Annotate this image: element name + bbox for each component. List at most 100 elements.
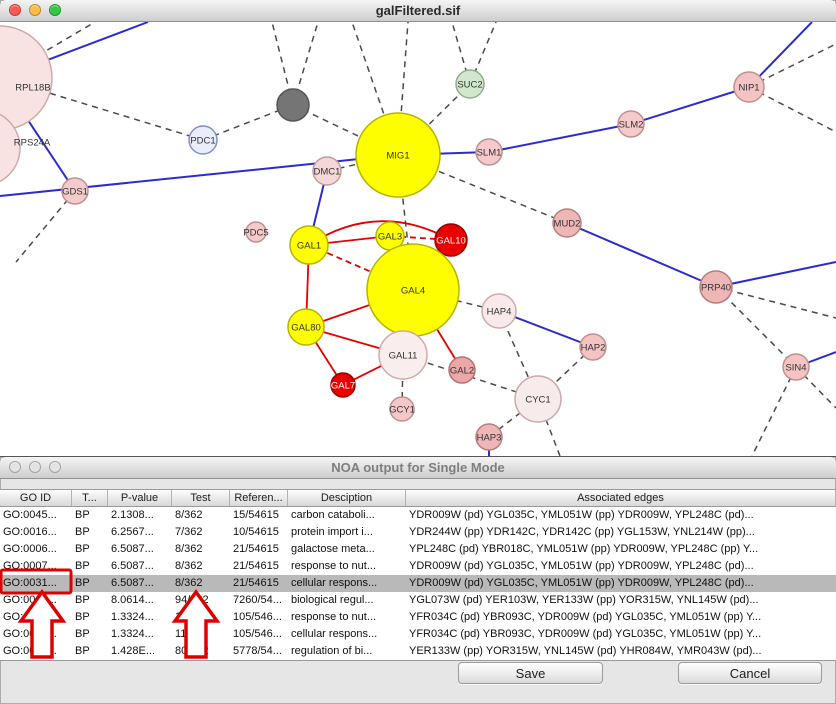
table-cell: YPL248C (pd) YBR018C, YML051W (pp) YDR00…	[409, 543, 759, 555]
table-cell: GO:0006...	[3, 543, 57, 555]
node-label-SLM2: SLM2	[619, 120, 644, 131]
network-edge[interactable]	[751, 366, 797, 456]
table-cell: GO:0007...	[3, 560, 57, 572]
table-cell: 8.0614...	[111, 594, 154, 606]
network-edge[interactable]	[488, 123, 632, 153]
table-cell: 8/362	[175, 543, 203, 555]
network-edge[interactable]	[795, 366, 836, 409]
network-canvas[interactable]: RPL18BRPS24AGDS1PDC1DMC1MIG1SUC2SLM1SLM2…	[0, 22, 836, 456]
window-controls	[9, 4, 61, 16]
network-edge[interactable]	[15, 190, 76, 263]
network-window-titlebar: galFiltered.sif	[0, 0, 836, 22]
table-cell: GO:0045...	[3, 509, 57, 521]
node-GDS1[interactable]	[61, 177, 89, 205]
node-GAL2[interactable]	[448, 356, 476, 384]
node-SIN4[interactable]	[782, 353, 810, 381]
table-cell: 5778/54...	[233, 645, 282, 657]
node-HAP3[interactable]	[475, 423, 503, 451]
table-cell: carbon cataboli...	[291, 509, 375, 521]
node-DMC1[interactable]	[312, 156, 342, 186]
network-edge[interactable]	[397, 154, 568, 224]
column-header-go-id[interactable]: GO ID	[0, 490, 72, 506]
node-label-SLM1: SLM1	[477, 148, 502, 159]
close-button[interactable]	[9, 461, 21, 473]
node-GAL80[interactable]	[287, 308, 325, 346]
network-edge[interactable]	[566, 222, 717, 288]
table-cell: 10/54615	[233, 526, 279, 538]
cancel-button[interactable]: Cancel	[678, 662, 822, 684]
column-header-pvalue[interactable]: P-value	[108, 490, 172, 506]
node-RPL18B[interactable]	[0, 25, 53, 131]
node-GAL7[interactable]	[330, 372, 356, 398]
node-CYC1[interactable]	[514, 375, 562, 423]
column-header-associated-edges[interactable]: Associated edges	[406, 490, 836, 506]
network-edge[interactable]	[748, 43, 836, 88]
close-button[interactable]	[9, 4, 21, 16]
network-edge[interactable]	[0, 22, 96, 79]
node-label-SUC2: SUC2	[457, 80, 482, 91]
column-header-referen[interactable]: Referen...	[230, 490, 288, 506]
node-SLM2[interactable]	[617, 110, 645, 138]
table-cell: 105/546...	[233, 628, 282, 640]
table-cell: 21/54615	[233, 543, 279, 555]
window-title: NOA output for Single Mode	[331, 460, 505, 475]
node-SUC2[interactable]	[455, 69, 485, 99]
network-edge[interactable]	[630, 86, 750, 125]
node-PDC1[interactable]	[188, 125, 218, 155]
table-cell: 1.428E...	[111, 645, 156, 657]
node-PDC5[interactable]	[245, 221, 267, 243]
node-HAP2[interactable]	[579, 333, 607, 361]
node-GCY1[interactable]	[389, 396, 415, 422]
minimize-button[interactable]	[29, 4, 41, 16]
column-header-t[interactable]: T...	[72, 490, 108, 506]
network-edge[interactable]	[715, 261, 836, 288]
table-cell: YDR009W (pd) YGL035C, YML051W (pp) YDR00…	[409, 577, 754, 589]
table-cell: YER133W (pp) YOR315W, YNL145W (pd) YHR08…	[409, 645, 762, 657]
network-edge[interactable]	[748, 86, 836, 133]
column-header-desciption[interactable]: Desciption	[288, 490, 406, 506]
table-cell: YFR034C (pd) YBR093C, YDR009W (pd) YGL03…	[409, 611, 762, 623]
node-UNK1[interactable]	[276, 88, 310, 122]
node-SLM1[interactable]	[475, 138, 503, 166]
node-PRP40[interactable]	[699, 270, 733, 304]
network-edge[interactable]	[715, 286, 797, 368]
node-GAL10[interactable]	[434, 223, 468, 257]
column-header-test[interactable]: Test	[172, 490, 230, 506]
node-label-RPL18B: RPL18B	[15, 83, 50, 94]
network-edge[interactable]	[292, 104, 399, 156]
node-NIP1[interactable]	[733, 71, 765, 103]
table-cell: 7260/54...	[233, 594, 282, 606]
table-cell: 1.3324...	[111, 628, 154, 640]
network-edge[interactable]	[715, 286, 836, 319]
save-button[interactable]: Save	[458, 662, 603, 684]
table-cell: galactose meta...	[291, 543, 375, 555]
zoom-button[interactable]	[49, 461, 61, 473]
window-title: galFiltered.sif	[375, 3, 461, 18]
node-MIG1[interactable]	[355, 112, 441, 198]
node-GAL11[interactable]	[378, 330, 428, 380]
window-controls	[9, 461, 61, 473]
node-RPS24A[interactable]	[0, 110, 21, 186]
node-label-GAL7: GAL7	[331, 381, 355, 392]
node-HAP4[interactable]	[481, 293, 517, 329]
minimize-button[interactable]	[29, 461, 41, 473]
table-cell: response to nut...	[291, 611, 376, 623]
zoom-button[interactable]	[49, 4, 61, 16]
node-MUD2[interactable]	[552, 208, 582, 238]
table-cell: regulation of bi...	[291, 645, 373, 657]
node-label-HAP4: HAP4	[487, 307, 512, 318]
node-GAL1[interactable]	[289, 225, 329, 265]
